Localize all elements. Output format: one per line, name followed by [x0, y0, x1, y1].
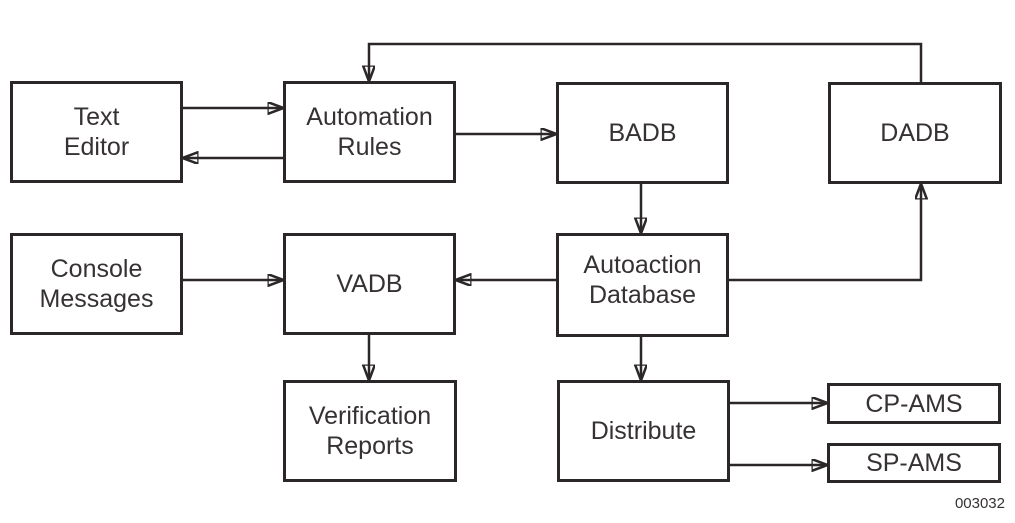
- node-distribute: Distribute: [557, 380, 730, 482]
- edge-dadb-to-automation-rules: [369, 42, 923, 82]
- node-console-messages: Console Messages: [10, 233, 183, 335]
- node-badb: BADB: [556, 82, 729, 184]
- node-cp-ams: CP-AMS: [827, 383, 1001, 424]
- node-text-editor: Text Editor: [10, 81, 183, 183]
- node-vadb: VADB: [283, 233, 456, 335]
- node-autoaction-database: Autoaction Database: [556, 233, 729, 337]
- node-verification-reports: Verification Reports: [283, 380, 457, 482]
- node-sp-ams: SP-AMS: [827, 443, 1001, 483]
- node-automation-rules: Automation Rules: [283, 81, 456, 183]
- node-dadb: DADB: [828, 82, 1002, 184]
- figure-number: 003032: [954, 495, 1005, 512]
- edge-autoaction-database-to-dadb: [729, 184, 921, 282]
